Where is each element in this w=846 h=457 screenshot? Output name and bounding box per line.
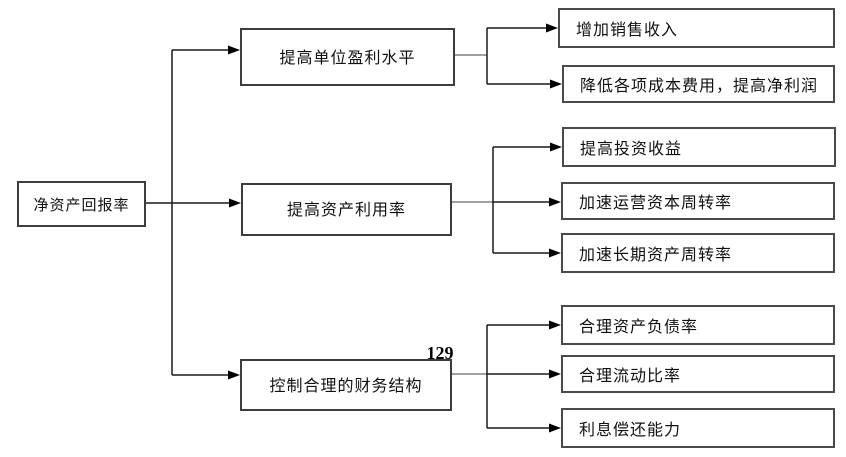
- branch-node-financial-structure: 控制合理的财务结构: [240, 359, 452, 411]
- branch1-fan: [486, 27, 551, 85]
- leaf-node-reduce-costs-improve-net-profit: 降低各项成本费用，提高净利润: [562, 65, 835, 103]
- branch3-fan: [486, 324, 550, 429]
- branch2-arrowheads: [549, 142, 562, 258]
- branch-node-asset-utilization: 提高资产利用率: [241, 183, 452, 236]
- leaf-node-accelerate-working-capital-turnover: 加速运营资本周转率: [561, 182, 835, 220]
- page-number-label: 129: [426, 343, 454, 363]
- root-node-box: 净资产回报率: [17, 181, 146, 227]
- trunk-connector: [146, 49, 230, 376]
- leaf-node-reasonable-debt-asset-ratio: 合理资产负债率: [561, 305, 835, 345]
- branch-node-profit-level: 提高单位盈利水平: [240, 28, 455, 86]
- trunk-arrowheads: [228, 45, 241, 380]
- branch2-fan: [492, 146, 551, 254]
- branch3-arrowheads: [549, 320, 561, 433]
- leaf-node-accelerate-long-term-asset-turnover: 加速长期资产周转率: [561, 233, 835, 273]
- leaf-node-reasonable-current-ratio: 合理流动比率: [561, 355, 835, 393]
- leaf-node-increase-sales-revenue: 增加销售收入: [558, 8, 835, 48]
- leaf-node-improve-investment-returns: 提高投资收益: [562, 127, 836, 167]
- leaf-node-interest-repayment-ability: 利息偿还能力: [561, 408, 835, 448]
- branch1-arrowheads: [546, 23, 562, 89]
